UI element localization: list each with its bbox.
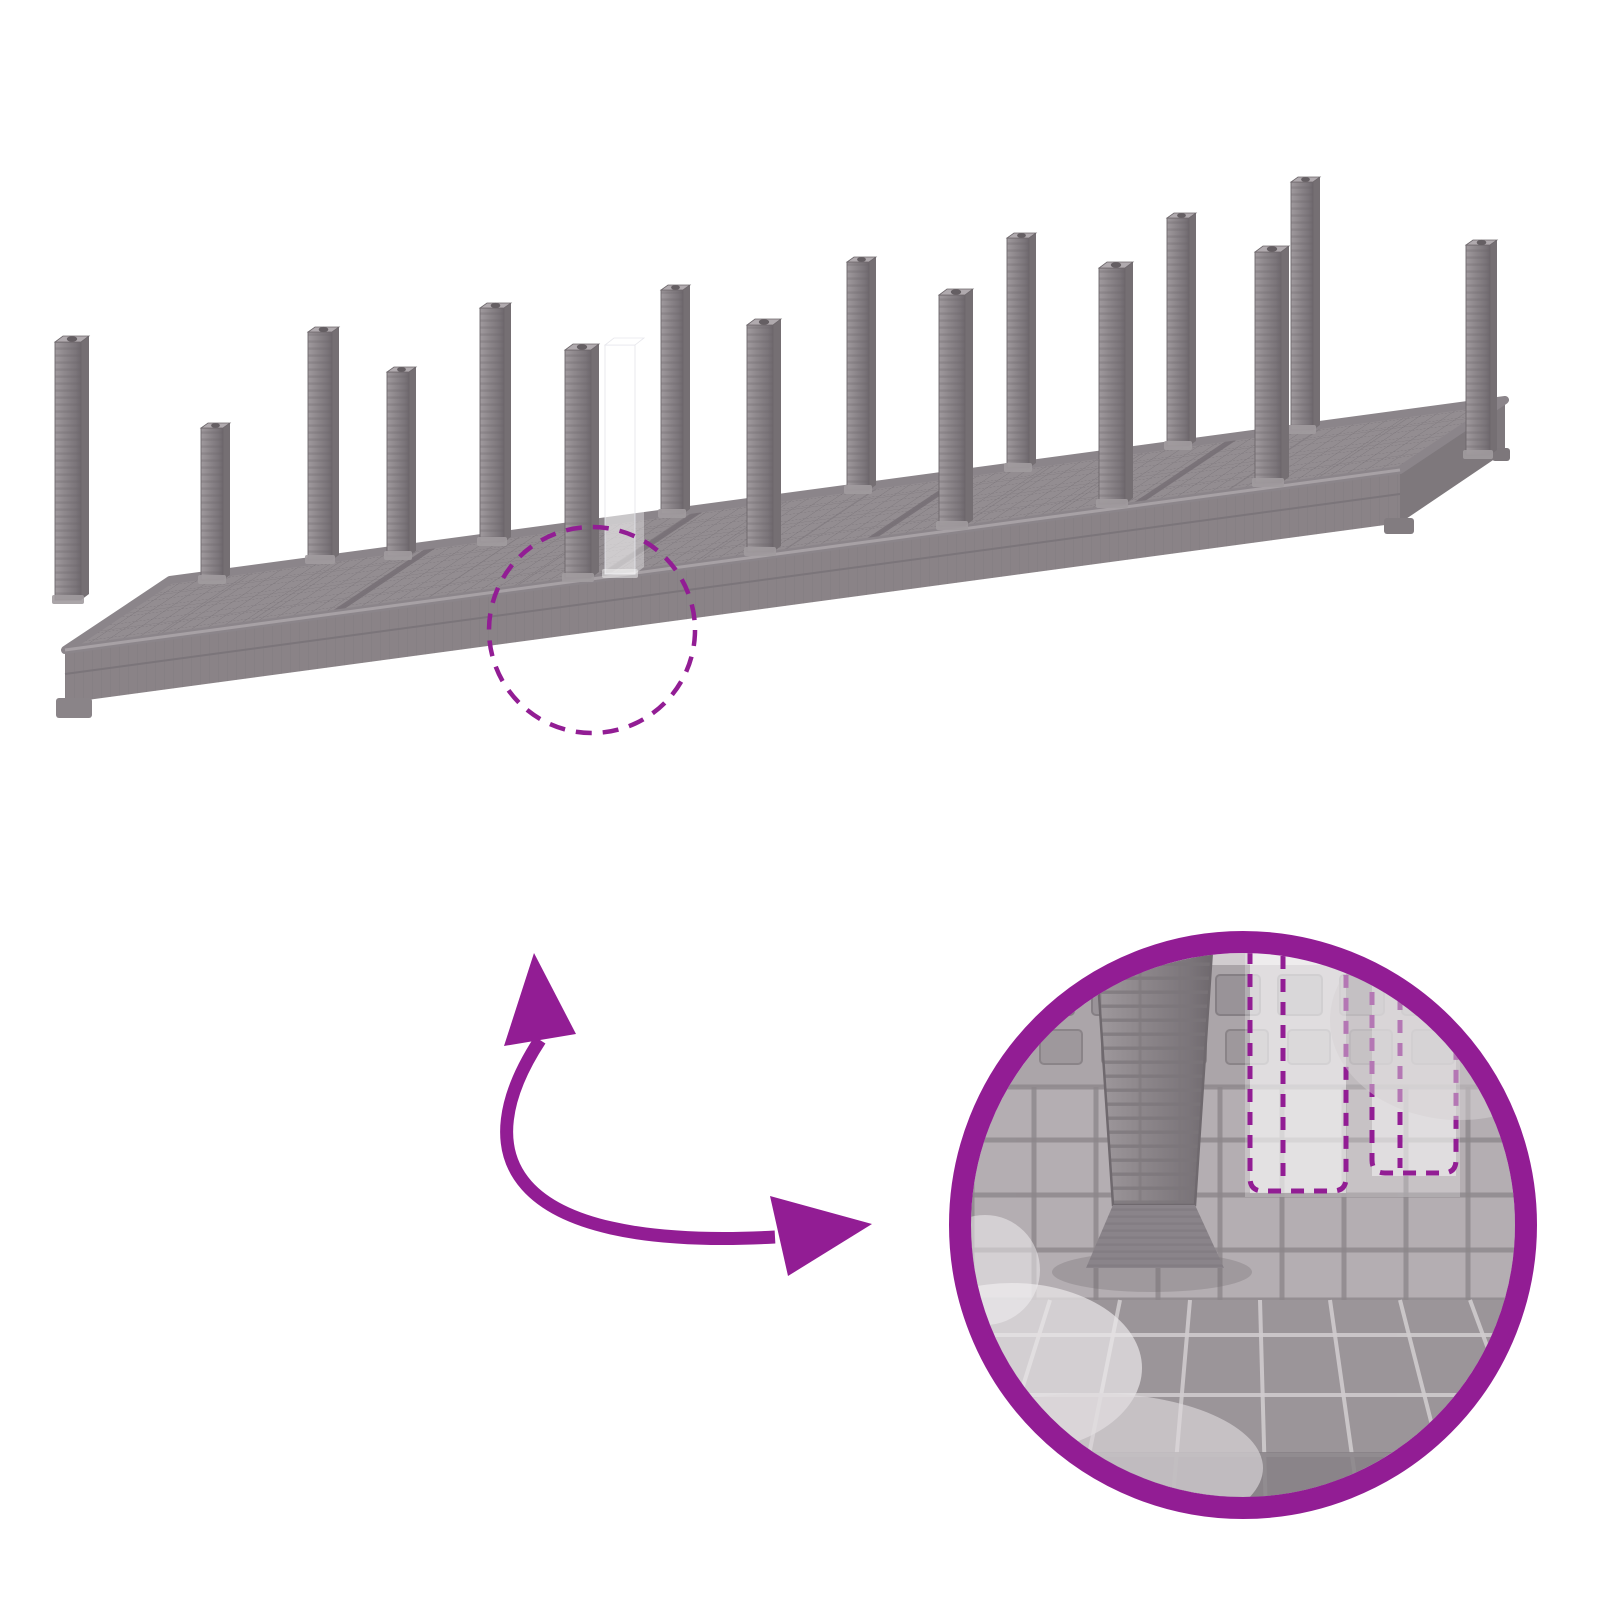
peg-16: [198, 422, 232, 584]
detail-dashed-circle: [486, 524, 698, 736]
zoom-inset-ring: [949, 931, 1537, 1519]
rack-foot: [56, 698, 92, 718]
rack-foot: [1492, 448, 1510, 461]
rack-foot: [1384, 518, 1414, 534]
peg-5: [1252, 245, 1291, 487]
ghost-peg: [602, 337, 646, 578]
rack-front-edge-highlight: [64, 468, 1401, 652]
arrow-head-top-icon: [504, 953, 576, 1046]
zoom-inset-content: [971, 953, 1515, 1497]
inset-ghost-slot-1: [1247, 953, 1349, 1194]
arrow-curve: [500, 1036, 776, 1245]
curved-arrow: [500, 953, 872, 1276]
peg-2: [1164, 212, 1198, 450]
peg-11: [744, 318, 783, 556]
peg-15: [562, 343, 601, 582]
peg-1: [1288, 176, 1322, 434]
inset-peg: [1052, 953, 1252, 1292]
rack-assembly: [52, 176, 1510, 718]
peg-13: [305, 326, 341, 564]
rack-mesh-coarse: [65, 400, 1505, 650]
peg-10: [477, 302, 513, 546]
rack-front-face-hatch: [65, 470, 1400, 703]
peg-9: [936, 288, 975, 530]
peg-12: [384, 366, 418, 560]
peg-4: [1004, 232, 1038, 472]
zoom-inset: [949, 931, 1537, 1519]
rack-front-face-rib: [64, 493, 1401, 675]
arrow-head-bottom-icon: [770, 1196, 872, 1276]
peg-17: [52, 335, 91, 604]
peg-6: [844, 256, 878, 494]
peg-3: [1463, 239, 1499, 459]
pegs-group: [52, 176, 1499, 604]
peg-8: [658, 284, 692, 518]
peg-7: [1096, 261, 1135, 508]
